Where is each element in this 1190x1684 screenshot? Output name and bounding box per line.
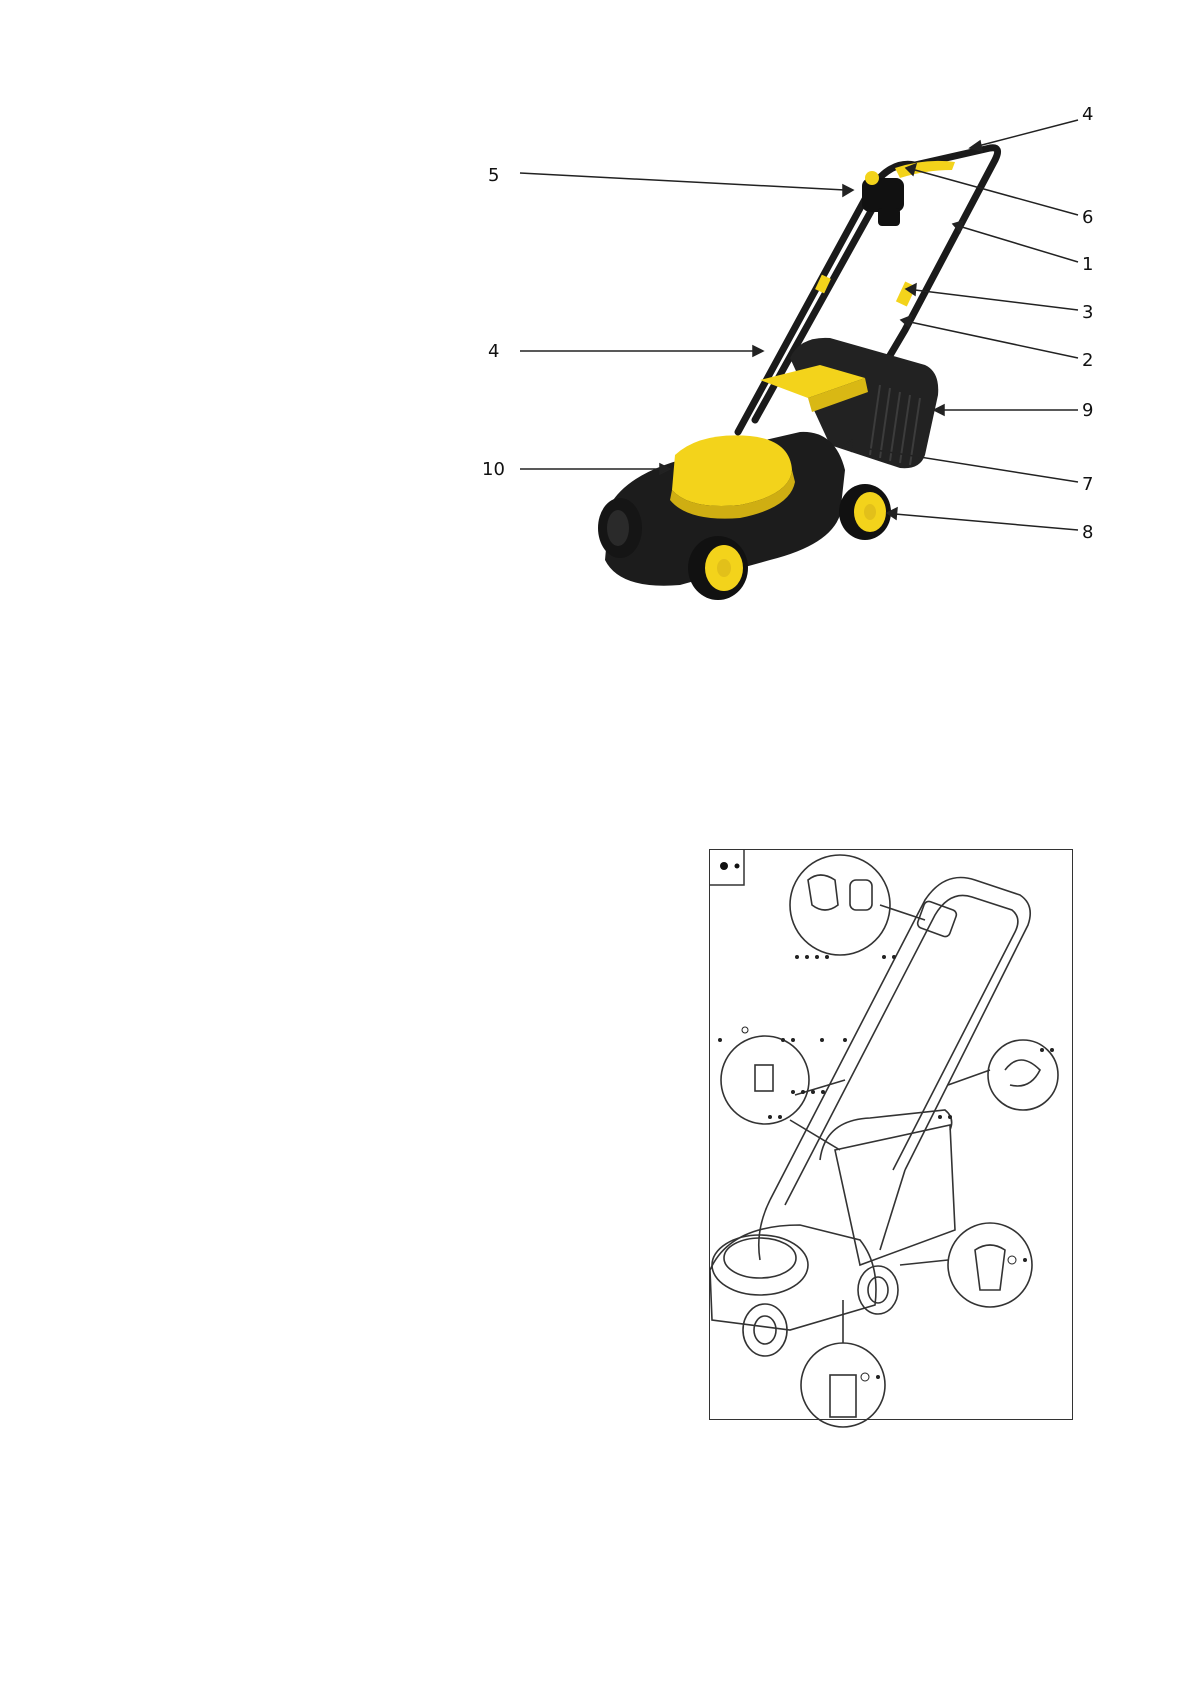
figure-tag <box>709 849 744 885</box>
